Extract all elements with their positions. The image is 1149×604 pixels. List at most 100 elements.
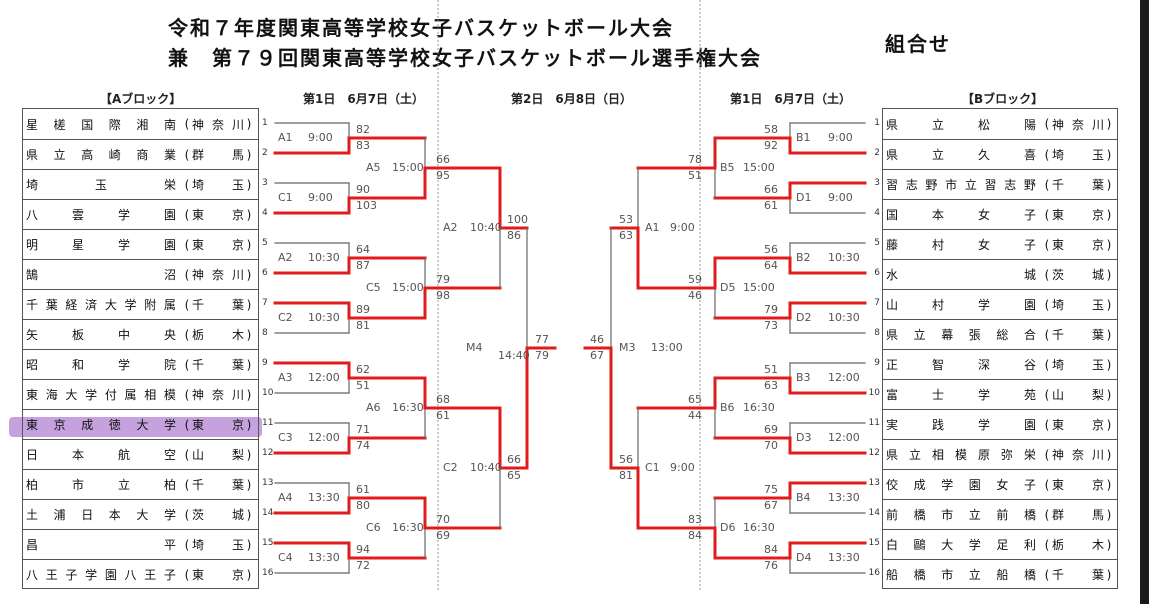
char: 学 (117, 238, 130, 252)
score-bottom: 51 (688, 169, 702, 182)
char: 本 (71, 448, 84, 462)
char: 川 (1091, 448, 1104, 462)
paren-close: ) (1106, 177, 1112, 192)
paren-close: ) (246, 297, 252, 312)
char: 川 (231, 388, 244, 402)
char: 徳 (108, 418, 121, 432)
team-prefecture: 茨城 (192, 506, 244, 523)
match-time: 10:30 (828, 251, 860, 264)
char: 士 (931, 388, 944, 402)
char: 王 (144, 568, 157, 582)
score-top: 46 (590, 333, 604, 346)
char: 浦 (53, 508, 66, 522)
char: 玉 (231, 178, 244, 192)
match-code: B1 (796, 131, 811, 144)
char: 佼 (886, 478, 899, 492)
char: 属 (163, 298, 176, 312)
paren-open: ( (1044, 447, 1050, 462)
char: 川 (231, 117, 244, 132)
day1-right-header: 第1日 6月7日（土） (730, 92, 852, 106)
char: 千 (192, 478, 205, 492)
score-bottom: 79 (535, 349, 549, 362)
block-b-team-row: 習志野市立習志野(千葉) (883, 169, 1117, 199)
score-top: 69 (764, 423, 778, 436)
char: 葉 (231, 358, 244, 372)
char: 城 (1091, 268, 1104, 282)
char: 東 (26, 388, 39, 402)
char: 学 (117, 208, 130, 222)
char: 土 (26, 508, 39, 522)
seed-number: 13 (262, 478, 274, 488)
char: 山 (1052, 388, 1065, 402)
char: 王 (45, 568, 58, 582)
char: 学 (163, 508, 176, 522)
char: 東 (192, 238, 205, 252)
paren-open: ( (1044, 357, 1050, 372)
char: 八 (26, 208, 39, 222)
char: 付 (104, 388, 117, 402)
char: 総 (996, 328, 1009, 342)
match-time: 10:40 (470, 221, 502, 234)
char: 千 (1052, 328, 1065, 342)
char: 立 (117, 478, 130, 492)
paren-close: ) (246, 117, 252, 131)
seed-number: 7 (262, 298, 268, 308)
block-b-team-row: 実践学園(東京) (883, 409, 1117, 439)
char: 商 (136, 148, 149, 162)
char: 京 (53, 418, 66, 432)
score-bottom: 74 (356, 439, 370, 452)
char: 千 (26, 298, 39, 312)
team-prefecture: 栃木 (192, 326, 244, 343)
seed-number: 10 (868, 388, 880, 398)
char: 沼 (163, 268, 176, 282)
team-name: 鵠沼 (26, 266, 176, 283)
match-time: 16:30 (743, 401, 775, 414)
block-a-header: 【Aブロック】 (100, 92, 182, 106)
paren-open: ( (1044, 207, 1050, 222)
char: 栃 (1052, 538, 1065, 552)
block-a-team-row: 千葉経済大学附属(千葉) (23, 289, 258, 319)
team-prefecture: 東京 (1052, 236, 1104, 253)
team-prefecture: 神奈川 (192, 116, 244, 133)
char: 神 (192, 268, 205, 282)
score-top: 51 (764, 363, 778, 376)
char: 相 (144, 388, 157, 402)
char: 立 (913, 328, 926, 342)
char: 日 (81, 508, 94, 522)
score-bottom: 51 (356, 379, 370, 392)
block-a-team-row: 昌平(埼玉) (23, 529, 258, 559)
title-line-1: 令和７年度関東高等学校女子バスケットボール大会 (168, 16, 674, 40)
char: 野 (925, 178, 938, 192)
score-bottom: 64 (764, 259, 778, 272)
paren-open: ( (184, 207, 190, 222)
char: 神 (192, 117, 205, 132)
team-name: 東京成徳大学 (26, 416, 176, 433)
block-b-team-row: 国本女子(東京) (883, 199, 1117, 229)
paren-open: ( (1044, 387, 1050, 402)
char: 東 (1052, 238, 1065, 252)
char: 千 (192, 298, 205, 312)
paren-close: ) (246, 477, 252, 492)
char: 馬 (231, 148, 244, 162)
seed-number: 14 (868, 508, 880, 518)
seed-number: 14 (262, 508, 274, 518)
team-prefecture: 埼玉 (1052, 296, 1104, 313)
paren-close: ) (1106, 207, 1112, 222)
paren-open: ( (1044, 417, 1050, 432)
score-top: 66 (436, 153, 450, 166)
seed-number: 13 (868, 478, 880, 488)
score-top: 61 (356, 483, 370, 496)
paren-open: ( (184, 417, 190, 432)
paren-close: ) (246, 237, 252, 252)
team-prefecture: 栃木 (1052, 536, 1104, 553)
team-prefecture: 埼玉 (192, 536, 244, 553)
char: 栄 (1023, 448, 1036, 462)
char: 志 (1004, 178, 1017, 192)
match-code: A6 (366, 401, 381, 414)
char: 子 (1023, 208, 1036, 222)
char: 立 (908, 448, 921, 462)
team-name: 実践学園 (886, 416, 1036, 433)
char: 県 (886, 328, 899, 342)
team-prefecture: 東京 (1052, 416, 1104, 433)
